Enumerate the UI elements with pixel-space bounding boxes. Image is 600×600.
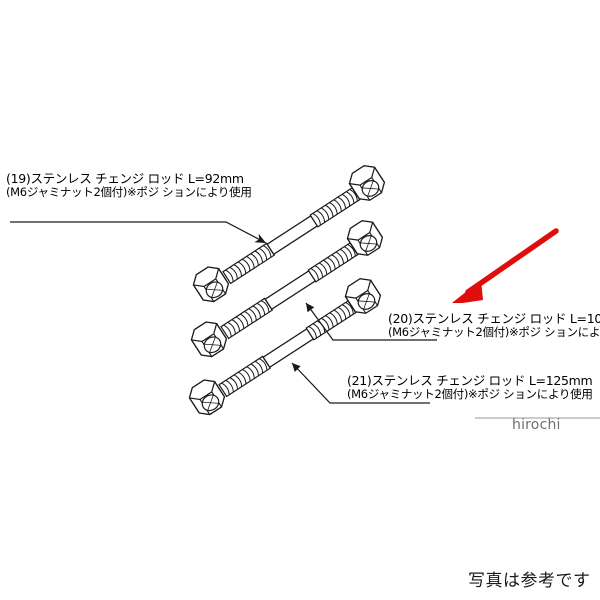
part-label-19-line2: (M6ジャミナット2個付)※ポジ ションにより使用 [6, 184, 252, 199]
part-label-20-line1: (20)ステンレス チェンジ ロッド L=101mm [388, 311, 600, 326]
part-label-20: (20)ステンレス チェンジ ロッド L=101mm (M6ジャミナット2個付)… [388, 312, 600, 338]
red-pointer-arrow [452, 228, 559, 303]
part-label-21: (21)ステンレス チェンジ ロッド L=125mm (M6ジャミナット2個付)… [347, 374, 593, 400]
part-label-21-line2: (M6ジャミナット2個付)※ポジ ションにより使用 [347, 386, 593, 401]
watermark-text: hirochi [512, 417, 561, 433]
part-label-21-line1: (21)ステンレス チェンジ ロッド L=125mm [347, 373, 593, 388]
footer-disclaimer: 写真は参考です [468, 571, 591, 591]
leader-line-21 [291, 362, 430, 404]
leader-line-19 [10, 221, 267, 244]
leader-line-20 [305, 302, 437, 341]
part-label-20-line2: (M6ジャミナット2個付)※ポジ ションにより使用 [388, 324, 600, 339]
part-label-19: (19)ステンレス チェンジ ロッド L=92mm (M6ジャミナット2個付)※… [6, 172, 252, 198]
part-label-19-line1: (19)ステンレス チェンジ ロッド L=92mm [6, 171, 244, 186]
